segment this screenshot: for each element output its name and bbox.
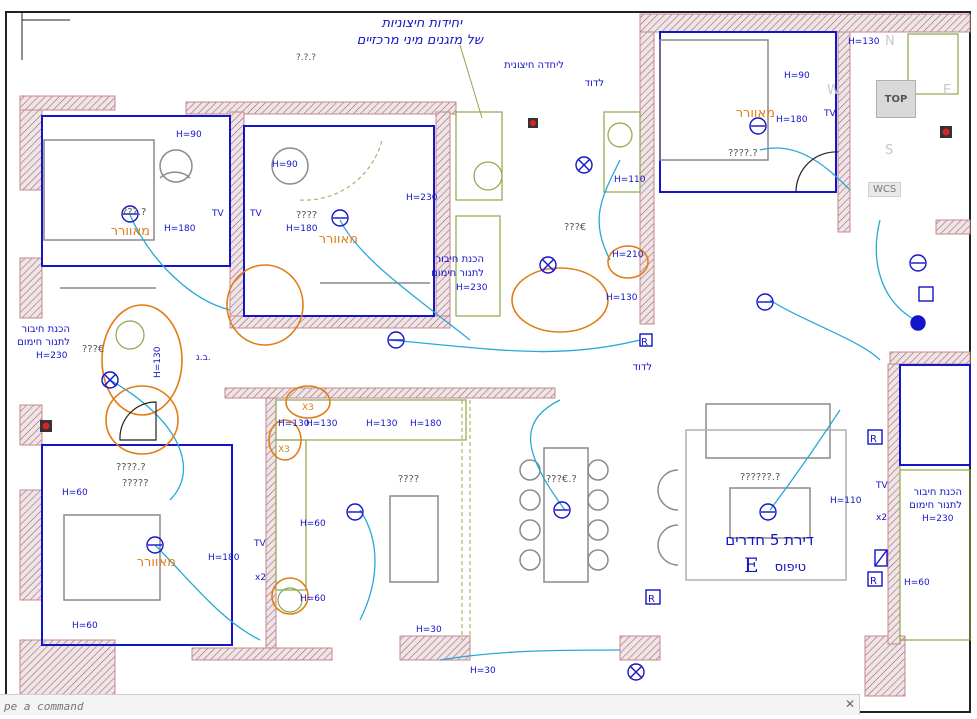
label-tv-e: TV — [875, 481, 888, 491]
label-r-b: R — [870, 576, 877, 587]
command-input[interactable] — [0, 697, 828, 716]
viewcube[interactable]: TOP — [868, 70, 918, 120]
label-ac-small: ב.ג. — [196, 353, 211, 363]
doors — [119, 151, 839, 441]
compass-east[interactable]: E — [943, 83, 952, 98]
room-tag-bedroom-1: מאוורר — [111, 224, 150, 239]
label-h180-a: H=180 — [164, 224, 196, 234]
label-h60-c: H=60 — [300, 519, 326, 529]
label-outdoor-units-subtitle: של מזגנים מיני מרכזיים — [357, 33, 485, 48]
label-fan-prep-1b: לתנור חימום — [17, 337, 70, 348]
label-tv-d: TV — [253, 539, 266, 549]
label-fan-prep-2b: לתנור חימום — [431, 268, 484, 279]
label-fan-prep-3b: לתנור חימום — [909, 500, 962, 511]
label-h60-b: H=60 — [72, 621, 98, 631]
label-h90-c: H=90 — [784, 71, 810, 81]
room-tag-master: מאוורר — [736, 106, 775, 121]
label-q-bed3b: ????? — [122, 478, 149, 489]
label-h60-a: H=60 — [62, 488, 88, 498]
electrical-symbols — [101, 117, 934, 681]
label-apartment-name: דירת 5 חדרים — [725, 531, 814, 549]
close-icon[interactable]: ✕ — [844, 697, 855, 711]
label-q-bed3a: ????.? — [116, 462, 146, 473]
label-q-bed2: ???? — [296, 210, 317, 221]
label-h60-d: H=60 — [300, 594, 326, 604]
label-q-bath: ???€ — [564, 222, 586, 233]
label-q-dining: ???€.? — [546, 474, 577, 485]
detectors — [40, 118, 952, 432]
label-h90-b: H=90 — [272, 160, 298, 170]
label-closet-top: לדוד — [585, 78, 604, 89]
label-tv-a: TV — [211, 209, 224, 219]
label-h180-e: H=180 — [208, 553, 240, 563]
label-tv-b: TV — [249, 209, 262, 219]
label-h210: H=210 — [612, 250, 644, 260]
door-swings — [299, 139, 471, 640]
furniture — [43, 39, 847, 601]
fixtures — [115, 33, 971, 641]
label-h110-a: H=110 — [614, 175, 646, 185]
label-h230-c: H=230 — [922, 514, 954, 524]
command-line[interactable]: ✕ — [0, 694, 860, 716]
label-h180-b: H=180 — [286, 224, 318, 234]
label-x3-b: X3 — [278, 445, 290, 455]
room-tag-bedroom-2: מאוורר — [319, 232, 358, 247]
label-h230-d: H=230 — [406, 193, 438, 203]
label-h130-v: H=130 — [153, 346, 163, 378]
wcs-menu[interactable]: WCS — [868, 182, 902, 197]
label-h130-c: H=130 — [306, 419, 338, 429]
label-h110-b: H=110 — [830, 496, 862, 506]
walls — [19, 13, 971, 697]
compass-west[interactable]: W — [827, 83, 840, 98]
label-h180-d: H=180 — [410, 419, 442, 429]
label-r-c: R — [648, 594, 655, 605]
label-x2-a: x2 — [255, 573, 266, 583]
compass-south[interactable]: S — [885, 143, 894, 158]
annotations: יחידות חיצוניות של מזגנים מיני מרכזיים ?… — [17, 16, 962, 676]
label-h130-a: H=130 — [606, 293, 638, 303]
label-outdoor-unit: ליחדה חיצונית — [504, 60, 564, 71]
label-apartment-type: טיפוס — [775, 560, 806, 575]
label-q-bed1: ???.? — [122, 207, 146, 218]
label-outdoor-units-title: יחידות חיצוניות — [382, 16, 464, 31]
label-fan-prep-3a: הכנת חיבור — [914, 487, 963, 498]
revision-clouds — [101, 245, 649, 615]
label-q-kitchen: ???? — [398, 474, 419, 485]
label-q-master: ????.? — [728, 148, 758, 159]
viewcube-top-face[interactable]: TOP — [876, 80, 916, 118]
label-x2-b: x2 — [876, 513, 887, 523]
label-r-d: R — [641, 337, 648, 348]
room-outlines — [41, 31, 971, 646]
label-h180-c: H=180 — [776, 115, 808, 125]
label-h230-a: H=230 — [36, 351, 68, 361]
label-r-a: R — [870, 434, 877, 445]
label-x3-a: X3 — [302, 403, 314, 413]
compass-north[interactable]: N — [885, 34, 895, 49]
label-h60-e: H=60 — [904, 578, 930, 588]
label-top-note: ?.?.? — [296, 53, 316, 63]
label-h30-a: H=30 — [416, 625, 442, 635]
label-h130-b: H=130 — [278, 419, 310, 429]
room-tag-bedroom-3: מאוורר — [137, 555, 176, 570]
label-fan-prep-2a: הכנת חיבור — [436, 254, 485, 265]
label-tv-c: TV — [823, 109, 836, 119]
label-h230-b: H=230 — [456, 283, 488, 293]
label-fan-prep-1a: הכנת חיבור — [22, 324, 71, 335]
label-q-hall: ???€ — [82, 344, 104, 355]
wiring — [109, 147, 916, 661]
label-q-living: ??????.? — [740, 472, 780, 483]
label-apartment-letter: E — [744, 553, 759, 577]
label-h130-d: H=130 — [366, 419, 398, 429]
label-h90-a: H=90 — [176, 130, 202, 140]
label-closet-bottom: לדוד — [633, 362, 652, 373]
label-h30-b: H=30 — [470, 666, 496, 676]
label-h130-master: H=130 — [848, 37, 880, 47]
